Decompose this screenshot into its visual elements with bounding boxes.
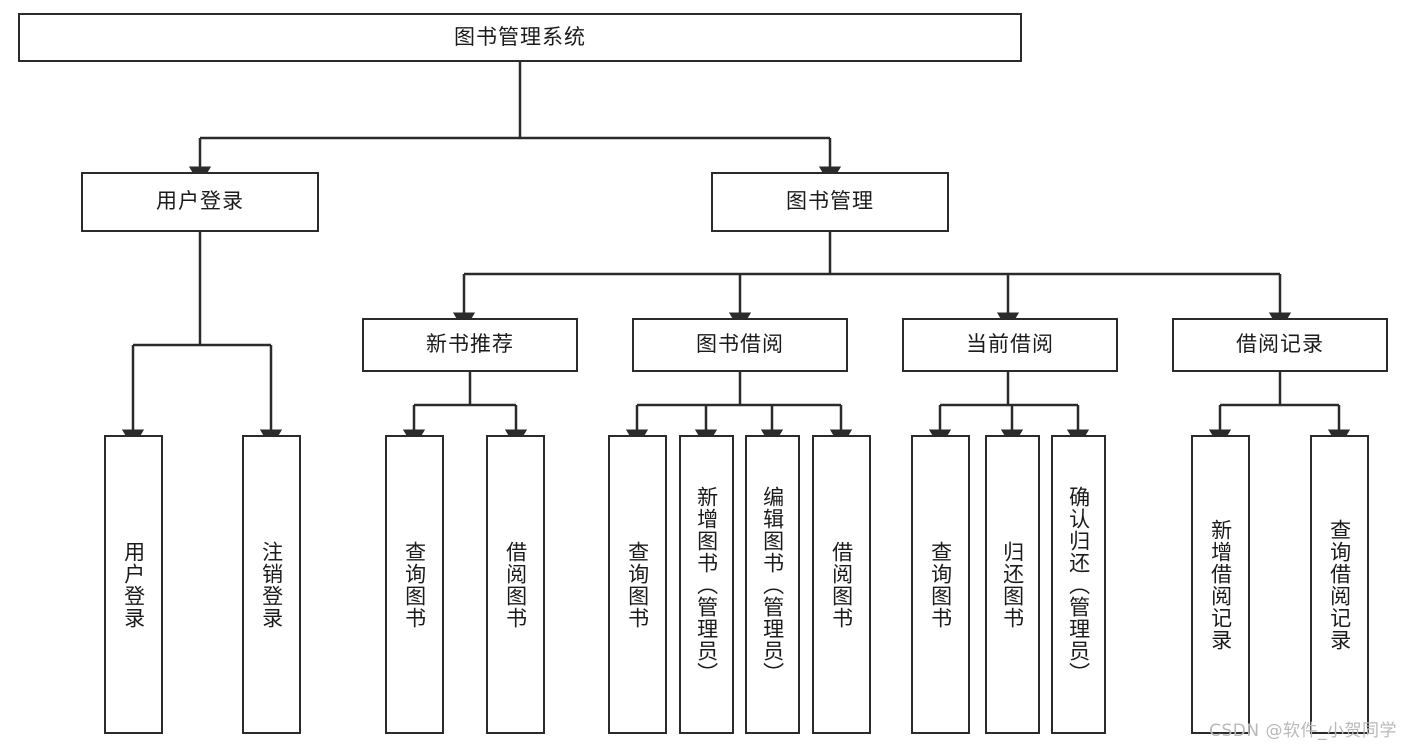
node-label-leaf-bor-query-book: 查询图书 xyxy=(625,540,650,629)
node-leaf-bor-edit-book[interactable]: 编辑图书（管理员） xyxy=(745,435,800,734)
node-new-book-rec[interactable]: 新书推荐 xyxy=(362,318,578,372)
node-leaf-rec-query-record[interactable]: 查询借阅记录 xyxy=(1310,435,1369,734)
node-leaf-rec-query-book[interactable]: 查询图书 xyxy=(385,435,444,734)
node-label-leaf-rec-add-record: 新增借阅记录 xyxy=(1208,518,1233,651)
node-label-leaf-cur-query-book: 查询图书 xyxy=(928,540,953,629)
node-leaf-bor-query-book[interactable]: 查询图书 xyxy=(608,435,667,734)
node-leaf-bor-add-book[interactable]: 新增图书（管理员） xyxy=(679,435,734,734)
node-label-leaf-rec-query-book: 查询图书 xyxy=(402,540,427,629)
node-leaf-cur-return-book[interactable]: 归还图书 xyxy=(985,435,1040,734)
node-book-manage[interactable]: 图书管理 xyxy=(711,172,949,232)
node-leaf-logout[interactable]: 注销登录 xyxy=(242,435,301,734)
node-label-leaf-user-login: 用户登录 xyxy=(121,540,146,629)
node-book-borrow[interactable]: 图书借阅 xyxy=(632,318,848,372)
node-label-borrow-record: 借阅记录 xyxy=(1236,332,1324,357)
watermark: CSDN @软件_小贺同学 xyxy=(1209,721,1397,741)
node-label-root: 图书管理系统 xyxy=(454,24,586,49)
node-leaf-bor-borrow-book[interactable]: 借阅图书 xyxy=(812,435,871,734)
node-label-book-borrow: 图书借阅 xyxy=(696,332,784,357)
node-user-login[interactable]: 用户登录 xyxy=(81,172,319,232)
node-borrow-record[interactable]: 借阅记录 xyxy=(1172,318,1388,372)
node-leaf-rec-borrow-book[interactable]: 借阅图书 xyxy=(486,435,545,734)
node-label-leaf-logout: 注销登录 xyxy=(259,540,284,629)
node-label-book-manage: 图书管理 xyxy=(786,189,874,214)
node-label-leaf-rec-borrow-book: 借阅图书 xyxy=(503,540,528,629)
node-label-user-login: 用户登录 xyxy=(156,189,244,214)
node-label-leaf-cur-confirm-return: 确认归还（管理员） xyxy=(1066,485,1091,684)
node-root[interactable]: 图书管理系统 xyxy=(18,13,1022,62)
node-label-leaf-rec-query-record: 查询借阅记录 xyxy=(1327,518,1352,651)
node-label-leaf-bor-edit-book: 编辑图书（管理员） xyxy=(760,485,785,684)
node-label-new-book-rec: 新书推荐 xyxy=(426,332,514,357)
node-leaf-rec-add-record[interactable]: 新增借阅记录 xyxy=(1191,435,1250,734)
edge-group xyxy=(121,62,1351,448)
node-leaf-cur-confirm-return[interactable]: 确认归还（管理员） xyxy=(1051,435,1106,734)
node-current-borrow[interactable]: 当前借阅 xyxy=(902,318,1118,372)
node-leaf-cur-query-book[interactable]: 查询图书 xyxy=(911,435,970,734)
node-label-leaf-cur-return-book: 归还图书 xyxy=(1000,540,1025,629)
node-label-current-borrow: 当前借阅 xyxy=(966,332,1054,357)
node-leaf-user-login[interactable]: 用户登录 xyxy=(104,435,163,734)
node-label-leaf-bor-add-book: 新增图书（管理员） xyxy=(694,485,719,684)
node-label-leaf-bor-borrow-book: 借阅图书 xyxy=(829,540,854,629)
